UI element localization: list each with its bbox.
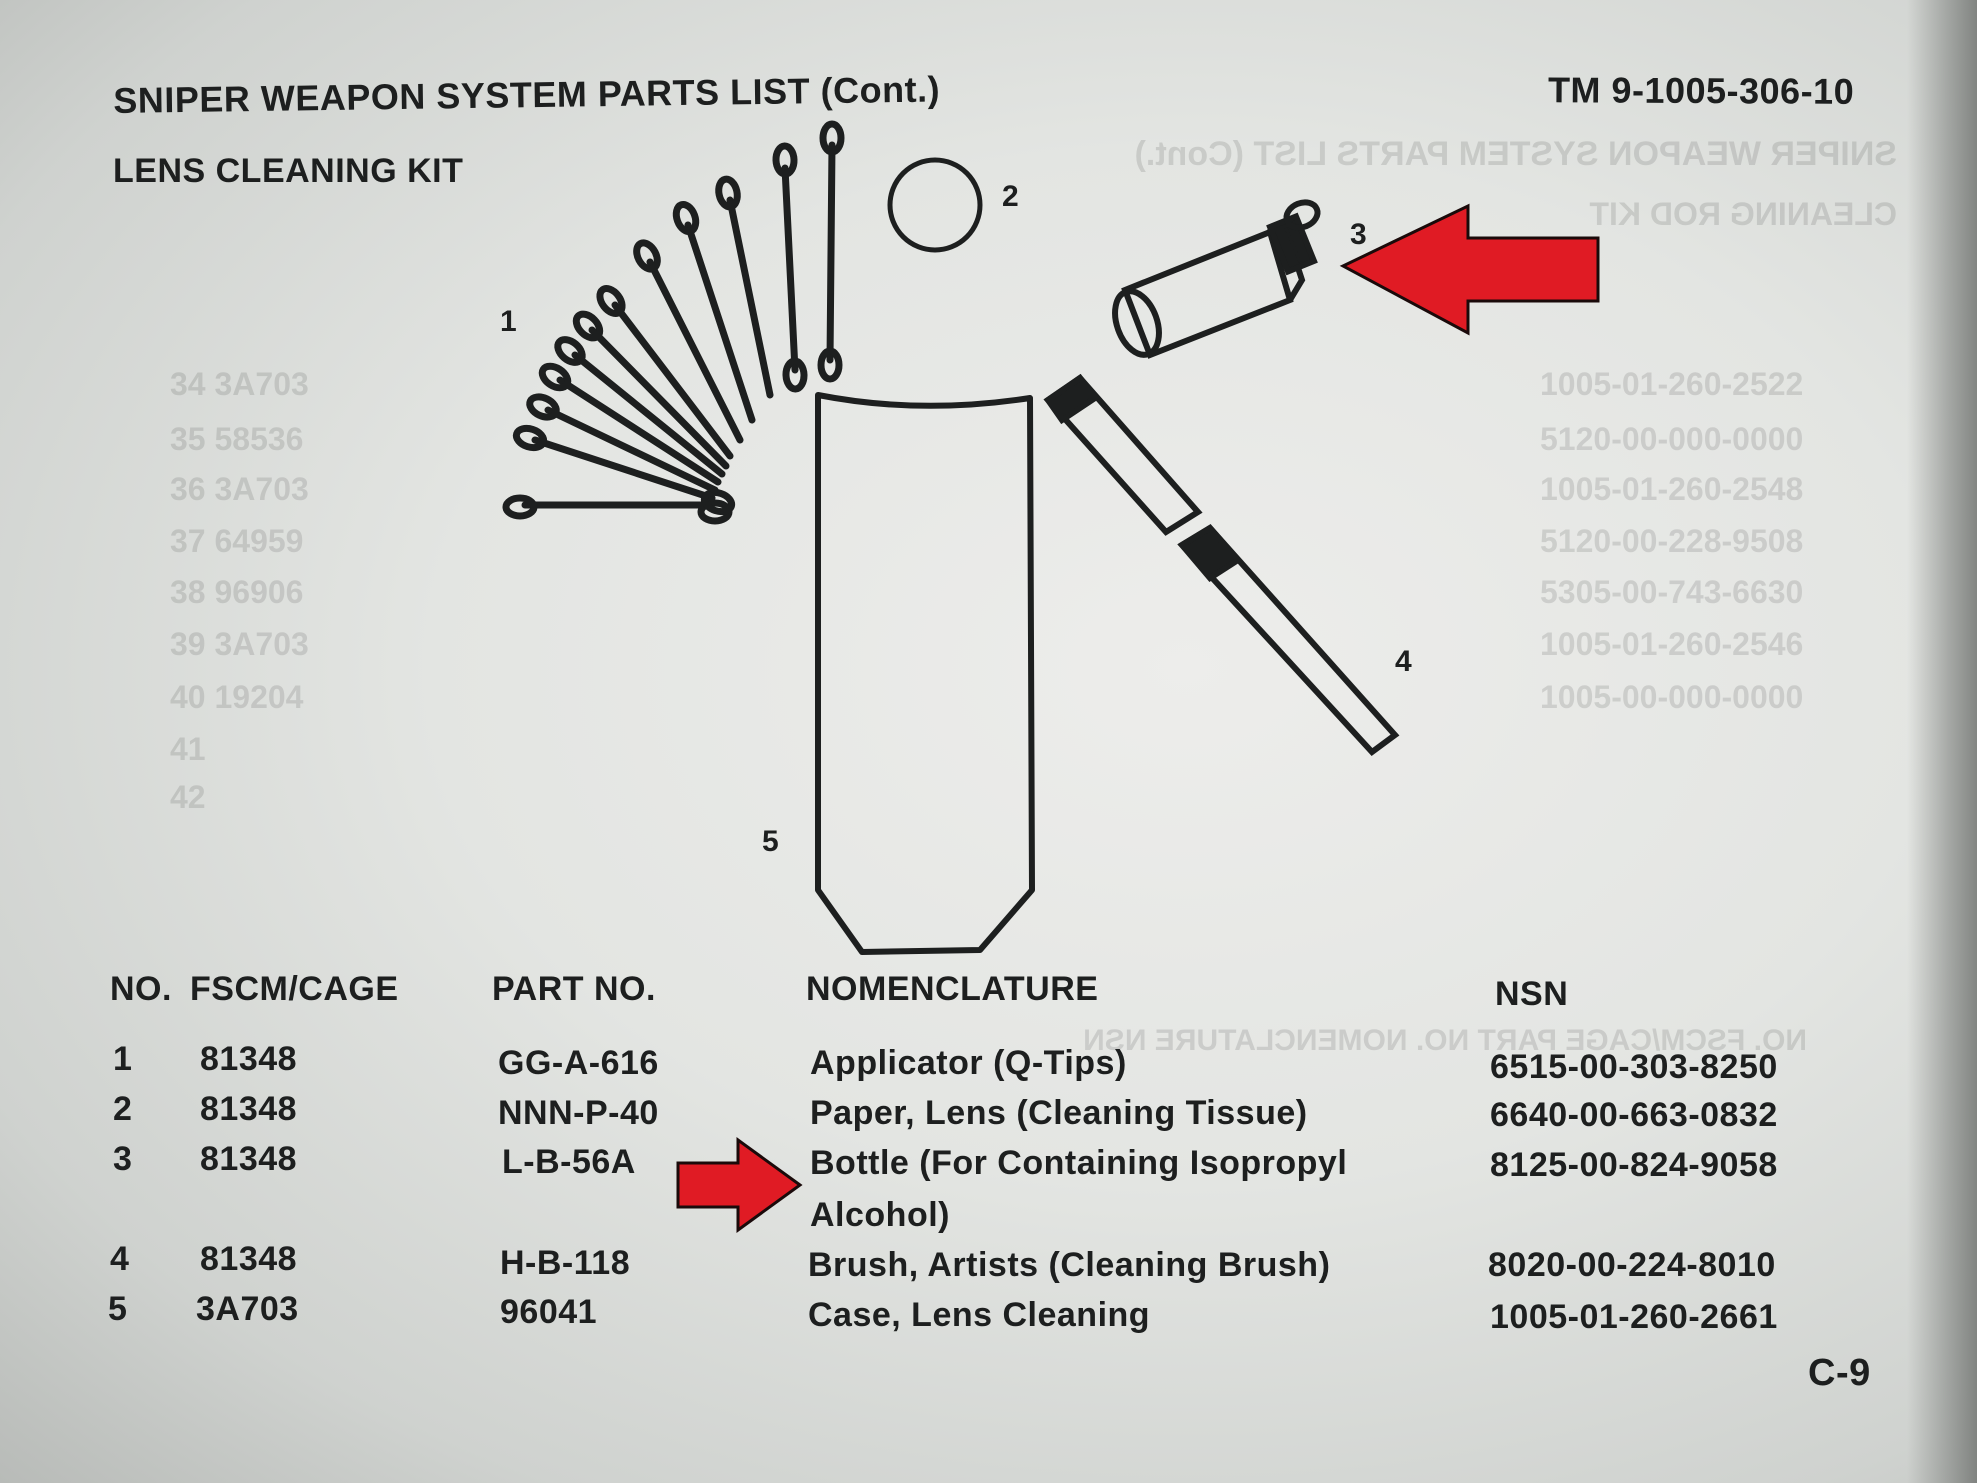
- page-number: C-9: [1808, 1352, 1871, 1394]
- brush-illustration: [1043, 373, 1400, 757]
- column-header-fscm: FSCM/CAGE: [190, 970, 399, 1008]
- row-part-number: H-B-118: [500, 1244, 631, 1282]
- callout-4: 4: [1395, 645, 1412, 678]
- row-part-number: NNN-P-40: [498, 1094, 659, 1132]
- row-number: 5: [108, 1290, 128, 1328]
- row-nsn: 6515-00-303-8250: [1490, 1048, 1778, 1086]
- row-nsn: 6640-00-663-0832: [1490, 1096, 1778, 1134]
- bottle-illustration: [1112, 199, 1321, 359]
- row-nsn: 8020-00-224-8010: [1488, 1246, 1776, 1284]
- row-nsn: 8125-00-824-9058: [1490, 1146, 1778, 1184]
- row-nomenclature-continued: Alcohol): [810, 1196, 950, 1234]
- callout-2: 2: [1002, 180, 1019, 213]
- row-nomenclature: Paper, Lens (Cleaning Tissue): [810, 1094, 1308, 1132]
- row-nomenclature: Bottle (For Containing Isopropyl: [810, 1144, 1348, 1182]
- section-title: LENS CLEANING KIT: [113, 152, 464, 190]
- callout-5: 5: [762, 825, 779, 858]
- row-fscm: 81348: [200, 1240, 298, 1278]
- column-header-no: NO.: [110, 970, 172, 1008]
- row-number: 1: [113, 1040, 133, 1078]
- red-arrow-row-3: [676, 1137, 803, 1233]
- row-nsn: 1005-01-260-2661: [1490, 1298, 1778, 1336]
- row-part-number: L-B-56A: [502, 1143, 636, 1181]
- case-illustration: [815, 392, 1035, 955]
- row-nomenclature: Brush, Artists (Cleaning Brush): [808, 1246, 1331, 1284]
- row-number: 3: [113, 1140, 133, 1178]
- row-fscm: 81348: [200, 1090, 298, 1128]
- lens-paper-illustration: [887, 157, 983, 253]
- callout-3: 3: [1350, 218, 1367, 251]
- column-header-part-no: PART NO.: [492, 970, 656, 1008]
- row-number: 4: [110, 1240, 130, 1278]
- applicators-illustration: [502, 120, 845, 525]
- row-fscm: 3A703: [196, 1290, 299, 1328]
- row-number: 2: [113, 1090, 133, 1128]
- row-nomenclature: Applicator (Q-Tips): [810, 1044, 1127, 1082]
- row-fscm: 81348: [200, 1140, 298, 1178]
- column-header-nomenclature: NOMENCLATURE: [806, 970, 1099, 1008]
- row-part-number: 96041: [500, 1293, 598, 1331]
- page-edge-shadow: [1907, 0, 1977, 1483]
- callout-1: 1: [500, 305, 517, 338]
- row-part-number: GG-A-616: [498, 1044, 659, 1082]
- row-fscm: 81348: [200, 1040, 298, 1078]
- column-header-nsn: NSN: [1495, 975, 1569, 1013]
- row-nomenclature: Case, Lens Cleaning: [808, 1296, 1151, 1334]
- red-arrow-bottle: [1339, 203, 1600, 336]
